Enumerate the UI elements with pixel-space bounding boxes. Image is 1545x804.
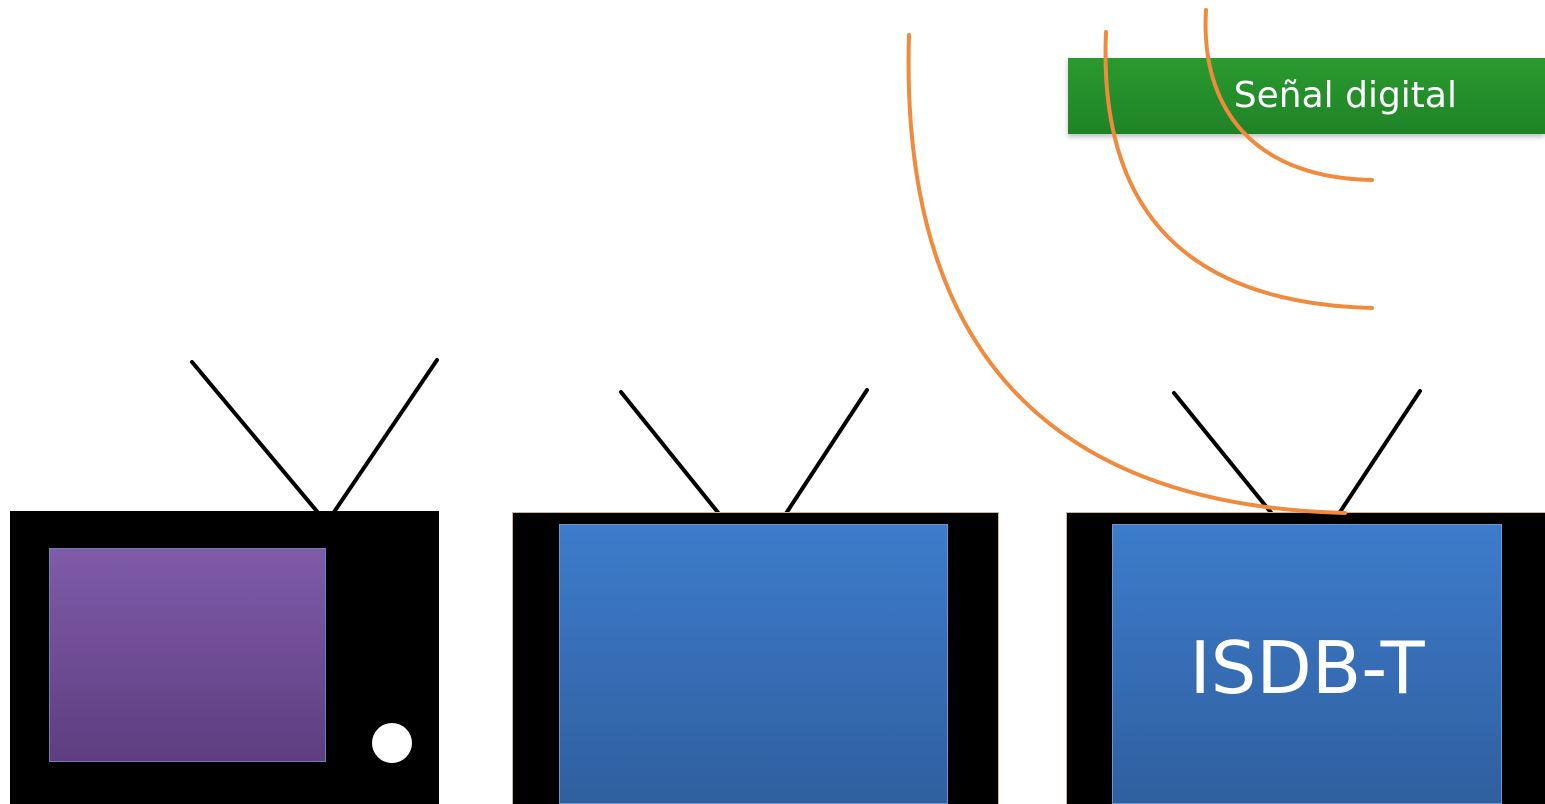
- antenna-right-1: [330, 358, 439, 517]
- signal-wave-outer: [906, 33, 1347, 515]
- tv-knob-icon: [372, 723, 412, 763]
- tv-analog-screen: [49, 548, 326, 762]
- antenna-right-3: [1336, 389, 1422, 517]
- antenna-right-2: [783, 388, 869, 517]
- signal-banner-label: Señal digital: [1233, 75, 1457, 116]
- tv-digital: ISDB-T: [1066, 512, 1545, 804]
- tv-digital-screen: ISDB-T: [1112, 524, 1502, 804]
- signal-banner: Señal digital: [1068, 58, 1545, 134]
- tv-middle-screen: [559, 524, 948, 804]
- signal-wave-middle: [1103, 30, 1374, 310]
- tv-analog: [10, 511, 439, 804]
- signal-wave-inner: [1203, 8, 1374, 182]
- tv-middle: [512, 512, 999, 804]
- antenna-left-1: [190, 360, 322, 517]
- antenna-left-3: [1172, 391, 1275, 517]
- tv-digital-screen-label: ISDB-T: [1189, 626, 1425, 710]
- antenna-left-2: [619, 390, 722, 517]
